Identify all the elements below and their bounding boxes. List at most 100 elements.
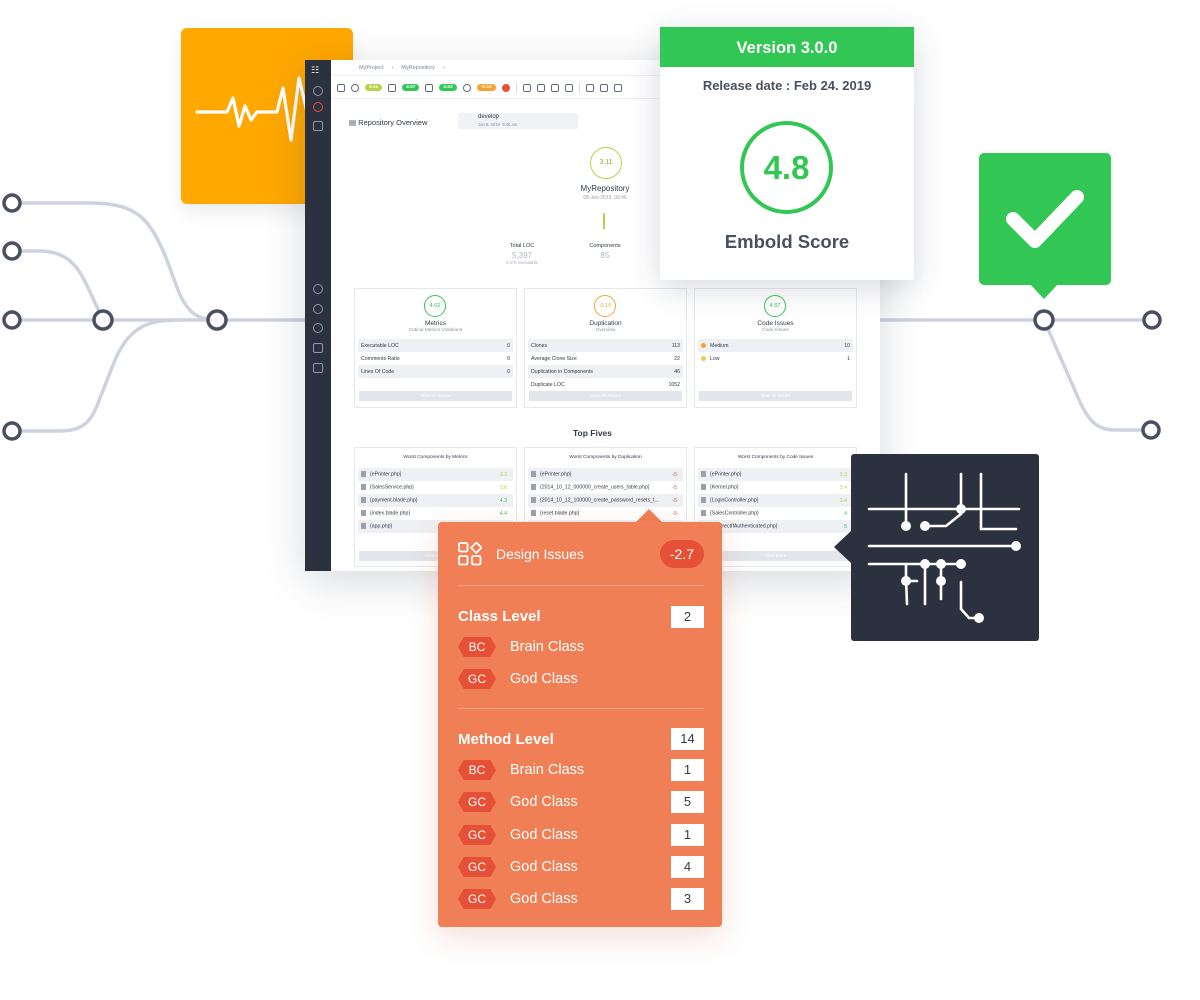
component-name-text: {app.php}: [370, 523, 393, 530]
brackets-icon[interactable]: [388, 83, 397, 92]
view-all-issues-button[interactable]: View All Issues: [699, 391, 852, 401]
sidebar-gear-icon[interactable]: [313, 304, 323, 314]
component-score: -5: [672, 484, 677, 491]
sidebar-settings-icon[interactable]: [313, 284, 323, 294]
repository-name: MyRepository: [580, 184, 630, 193]
row-label: Low: [701, 356, 720, 362]
duplication-badge[interactable]: -0.10: [476, 84, 496, 91]
component-name: {SalesController.php}: [701, 510, 759, 517]
design-issues-score: -2.7: [659, 540, 704, 568]
breadcrumb-repository[interactable]: MyRepository: [401, 64, 435, 71]
stat-value: 85: [600, 251, 610, 260]
view-all-issues-button[interactable]: View All Issues: [529, 391, 682, 401]
version-title: Version 3.0.0: [660, 27, 914, 67]
cloud-icon[interactable]: [585, 83, 594, 92]
branch-date-value: Jan 8, 2019: [478, 122, 500, 127]
file-icon: [531, 510, 536, 517]
pipeline-node: [2, 241, 22, 261]
sidebar-logout-icon[interactable]: [313, 363, 323, 373]
method-level-item-count: 4: [671, 856, 704, 878]
divider: [458, 585, 704, 586]
component-row[interactable]: {SalesService.php}3.6: [358, 481, 513, 494]
view-more-button[interactable]: View More: [359, 551, 512, 561]
view-more-button[interactable]: View More: [699, 551, 852, 561]
component-name-text: {SalesService.php}: [370, 484, 414, 491]
link-icon[interactable]: [462, 83, 471, 92]
swap-icon[interactable]: [550, 83, 559, 92]
issue-code-badge: GC: [458, 825, 496, 845]
sidebar-dashboard-icon[interactable]: [313, 86, 323, 96]
row-value: 0: [507, 368, 510, 375]
bank-icon[interactable]: [599, 83, 608, 92]
code-issues-badge[interactable]: 4.57: [402, 84, 420, 91]
grid-icon[interactable]: [337, 83, 345, 92]
component-score: 3.3: [839, 471, 847, 478]
flask-icon[interactable]: [613, 83, 622, 92]
metrics-badge[interactable]: 4.02: [439, 84, 457, 91]
file-icon: [701, 471, 706, 478]
file-icon: [531, 484, 536, 491]
stat-sub: 3,375 executable: [506, 260, 538, 265]
component-row[interactable]: {ePrinter.php}3.3: [698, 468, 853, 481]
sidebar-user-icon[interactable]: [313, 323, 323, 333]
severity-dot: [701, 355, 706, 361]
component-row[interactable]: {LoginController.php}3.4: [698, 494, 853, 507]
top-five-title: Worst Components by Metrics: [403, 455, 468, 460]
row-label: Medium: [701, 343, 728, 349]
divider: [458, 708, 704, 709]
component-row[interactable]: {2014_10_12_000000_create_users_table.ph…: [528, 481, 683, 494]
page-title: ▤ Repository Overview: [349, 118, 428, 127]
globe-icon[interactable]: [351, 83, 359, 92]
stat-total-loc: Total LOC 5,397 3,375 executable: [487, 243, 557, 265]
sidebar-network-icon[interactable]: [313, 121, 323, 131]
breadcrumb-separator: ›: [391, 64, 394, 71]
component-row[interactable]: {Kernel.php}3.4: [698, 481, 853, 494]
bug-icon[interactable]: [501, 83, 510, 92]
row-label-text: Medium: [710, 342, 729, 349]
stat-label: Components: [589, 243, 621, 249]
panel-row: Lines Of Code 0: [358, 365, 513, 378]
component-row[interactable]: {ePrinter.php}3.3: [358, 468, 513, 481]
table-icon[interactable]: [564, 83, 573, 92]
sidebar-issues-icon[interactable]: [313, 102, 323, 112]
app-logo[interactable]: ☷: [311, 65, 320, 75]
sidebar-chat-icon[interactable]: [313, 343, 323, 353]
layout-icon[interactable]: [522, 83, 531, 92]
file-icon: [361, 471, 366, 478]
breadcrumb-project[interactable]: MyProject: [359, 64, 384, 71]
list-icon[interactable]: [536, 83, 545, 92]
components-icon[interactable]: [425, 83, 434, 92]
component-name: {2014_10_12_000000_create_users_table.ph…: [531, 484, 650, 491]
component-row[interactable]: {2014_10_12_100000_create_password_reset…: [528, 494, 683, 507]
top-five-title: Worst Components by Code Issues: [737, 455, 814, 460]
file-icon: [531, 471, 536, 478]
file-icon: [701, 484, 706, 491]
panel-title: Code Issues: [757, 320, 794, 327]
pipeline-node: [2, 310, 22, 330]
row-label-text: Lines Of Code: [361, 368, 395, 375]
component-row[interactable]: {SalesController.php}4: [698, 507, 853, 520]
class-level-item[interactable]: BC Brain Class: [458, 637, 584, 657]
component-row[interactable]: {ePrinter.php}-5: [528, 468, 683, 481]
class-level-item[interactable]: GC God Class: [458, 669, 578, 689]
row-value: 1: [847, 355, 850, 362]
component-score: 4.4: [499, 510, 507, 517]
score-badge[interactable]: 3.11: [365, 84, 383, 91]
component-row[interactable]: {reset.blade.php}-5: [528, 507, 683, 520]
component-row[interactable]: {payment.blade.php}4.3: [358, 494, 513, 507]
breadcrumb-separator: ›: [442, 64, 445, 71]
panel-score: 4.57: [764, 295, 786, 317]
branch-selector[interactable]: develop Jan 8, 2019 9:46 am: [458, 113, 578, 129]
component-row[interactable]: {index.blade.php}4.4: [358, 507, 513, 520]
checkmark-tile: [979, 153, 1111, 285]
pipeline-node: [206, 309, 228, 331]
issue-code-badge: GC: [458, 669, 496, 689]
view-all-issues-button[interactable]: View All Issues: [359, 391, 512, 401]
